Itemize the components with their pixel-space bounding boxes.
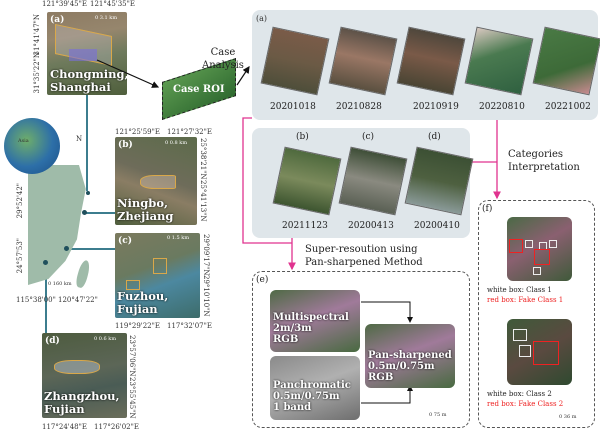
lat-label: 29°09'17"N [202,234,210,276]
thumbnail [260,26,330,96]
scale-bar: 0 160 km [48,281,72,287]
lat-label: 23°55'45"N [128,377,136,419]
lon-label: 119°29'22"E [115,322,160,330]
scale-bar: 0 36 m [559,414,577,420]
thumbnail [272,146,342,216]
date-label: 20210919 [413,102,459,112]
thumbnail [328,26,398,96]
date-label: 20221002 [545,102,591,112]
tag-a: (a) [50,15,65,25]
tag: (c) [362,132,375,142]
thumbnail [404,146,474,216]
lon-label: 121°39'45"E [42,0,87,8]
thumbnail [338,146,408,216]
lon-label: 121°25'59"E [115,128,160,136]
scale-bar: 0 1.5 km [167,235,190,241]
case-roi-label: Case ROI [173,83,225,95]
connector-a [86,95,88,191]
north-arrow-icon: N [76,135,83,143]
ningbo-image: (b) 0 0.8 km Ningbo,Zhejiang [115,137,197,225]
scale-bar: 0 0.6 km [94,336,117,342]
lat-label: 25°41'13"N [199,180,207,222]
lat-label: 29°52'42" [16,183,24,219]
chongming-image: (a) 0 3.1 km Chongming,Shanghai [47,12,127,95]
globe-icon: Asia [4,118,60,174]
lon-label: 117°26'02"E [94,423,139,431]
site-dot [64,246,69,251]
date-label: 20211123 [282,221,328,231]
class1-red-caption: red box: Fake Class 1 [487,296,564,304]
lon-label: 115°38'00" [16,296,56,304]
tag: (b) [296,132,309,142]
tag-b: (b) [118,140,133,150]
class2-image [507,319,572,385]
thumbnail [396,26,466,96]
lon-label: 121°27'32"E [167,128,212,136]
timeline-panel-a: (a) 20201018 20210828 20210919 20220810 … [252,10,600,120]
tag: (e) [256,275,269,285]
panel-f: (f) white box: Class 1 red box: Fake Cla… [478,200,595,428]
date-label: 20201018 [270,102,316,112]
scale-bar: 0 3.1 km [95,15,118,21]
class1-image [507,217,572,281]
thumbnail [464,26,534,96]
lon-label: 121°45'35"E [90,0,135,8]
connector-d [45,262,47,334]
place-label: Zhangzhou,Fujian [44,389,120,416]
lat-label: 23°57'06"N [128,335,136,377]
lat-label: 29°10'10"N [202,275,210,317]
tag: (d) [428,132,441,142]
scale-bar: 0 75 m [429,412,447,418]
lon-label: 117°24'48"E [42,423,87,431]
date-label: 20200410 [414,221,460,231]
zhangzhou-image: (d) 0 0.6 km Zhangzhou,Fujian [42,333,127,418]
lon-label: 120°47'22" [58,296,98,304]
class1-white-caption: white box: Class 1 [487,286,552,294]
site-dot [43,260,48,265]
tag-d: (d) [45,336,60,346]
site-dot [86,191,90,195]
lat-label: 25°38'21"N [199,138,207,180]
date-label: 20200413 [348,221,394,231]
lat-label: 24°57'53" [16,238,24,274]
tag-c: (c) [118,236,132,246]
lon-label: 117°32'07"E [167,322,212,330]
connector-b [84,212,116,214]
fuzhou-image: (c) 0 1.5 km Fuzhou,Fujian [115,233,200,318]
scale-bar: 0 0.8 km [165,140,188,146]
date-label: 20210828 [336,102,382,112]
site-dot [82,210,87,215]
place-label: Chongming,Shanghai [50,67,127,94]
date-label: 20220810 [479,102,525,112]
class2-red-caption: red box: Fake Class 2 [487,400,564,408]
place-label: Ningbo,Zhejiang [117,196,174,223]
place-label: Fuzhou,Fujian [117,289,169,316]
thumbnail [532,26,600,96]
tag: (a) [256,14,268,23]
tag: (f) [482,204,493,214]
class2-white-caption: white box: Class 2 [487,390,552,398]
timeline-panel-bcd: (b) (c) (d) 20211123 20200413 20200410 [252,128,474,238]
connector-c [66,248,116,250]
